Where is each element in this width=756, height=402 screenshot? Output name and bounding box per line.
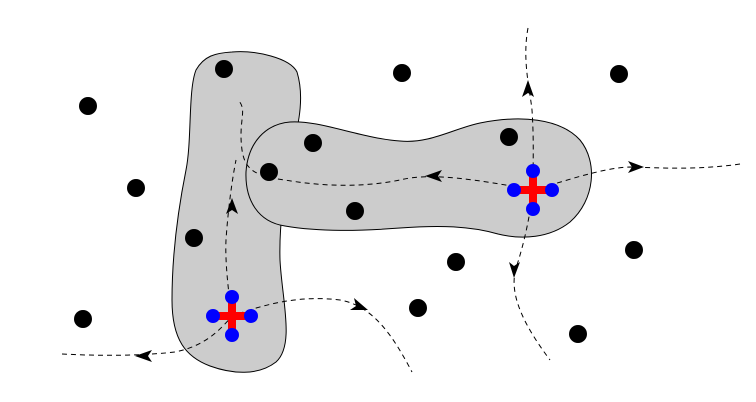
horizontal-region xyxy=(245,118,592,238)
cross-node-top xyxy=(225,290,239,304)
cross-bar-vertical xyxy=(228,300,236,332)
cross-node-right xyxy=(545,183,559,197)
cross-node-left xyxy=(206,309,220,323)
dot xyxy=(304,134,322,152)
arrowhead-left-bottom xyxy=(135,350,152,362)
dot xyxy=(185,229,203,247)
dot xyxy=(79,97,97,115)
arrowhead-up-left xyxy=(226,198,238,214)
dot xyxy=(500,128,518,146)
dot xyxy=(127,179,145,197)
dot xyxy=(74,310,92,328)
cross-node-bottom xyxy=(526,202,540,216)
arrowhead-up-top-right xyxy=(522,80,534,97)
dots xyxy=(74,60,643,343)
cross-node-bottom xyxy=(225,328,239,342)
dot xyxy=(569,325,587,343)
cross-node-top xyxy=(526,164,540,178)
dot xyxy=(260,163,278,181)
cross-bar-vertical xyxy=(529,174,537,206)
dot xyxy=(625,241,643,259)
arrowhead-left-middle xyxy=(425,170,442,182)
arrowhead-bottom-curve xyxy=(350,298,368,310)
cross-node-right xyxy=(244,309,258,323)
arrowheads xyxy=(135,80,644,362)
dot xyxy=(409,299,427,317)
dot xyxy=(393,64,411,82)
dot xyxy=(610,65,628,83)
dot xyxy=(346,202,364,220)
dot xyxy=(447,253,465,271)
arrowhead-right-horizontal xyxy=(628,161,644,173)
path-up-left xyxy=(225,159,237,317)
right-cross xyxy=(507,164,559,216)
arrowhead-down-right xyxy=(509,262,520,278)
path-to-left-cross xyxy=(237,99,534,191)
dot xyxy=(215,60,233,78)
left-cross xyxy=(206,290,258,342)
cross-node-left xyxy=(507,183,521,197)
path-right-horizontal xyxy=(532,163,741,191)
